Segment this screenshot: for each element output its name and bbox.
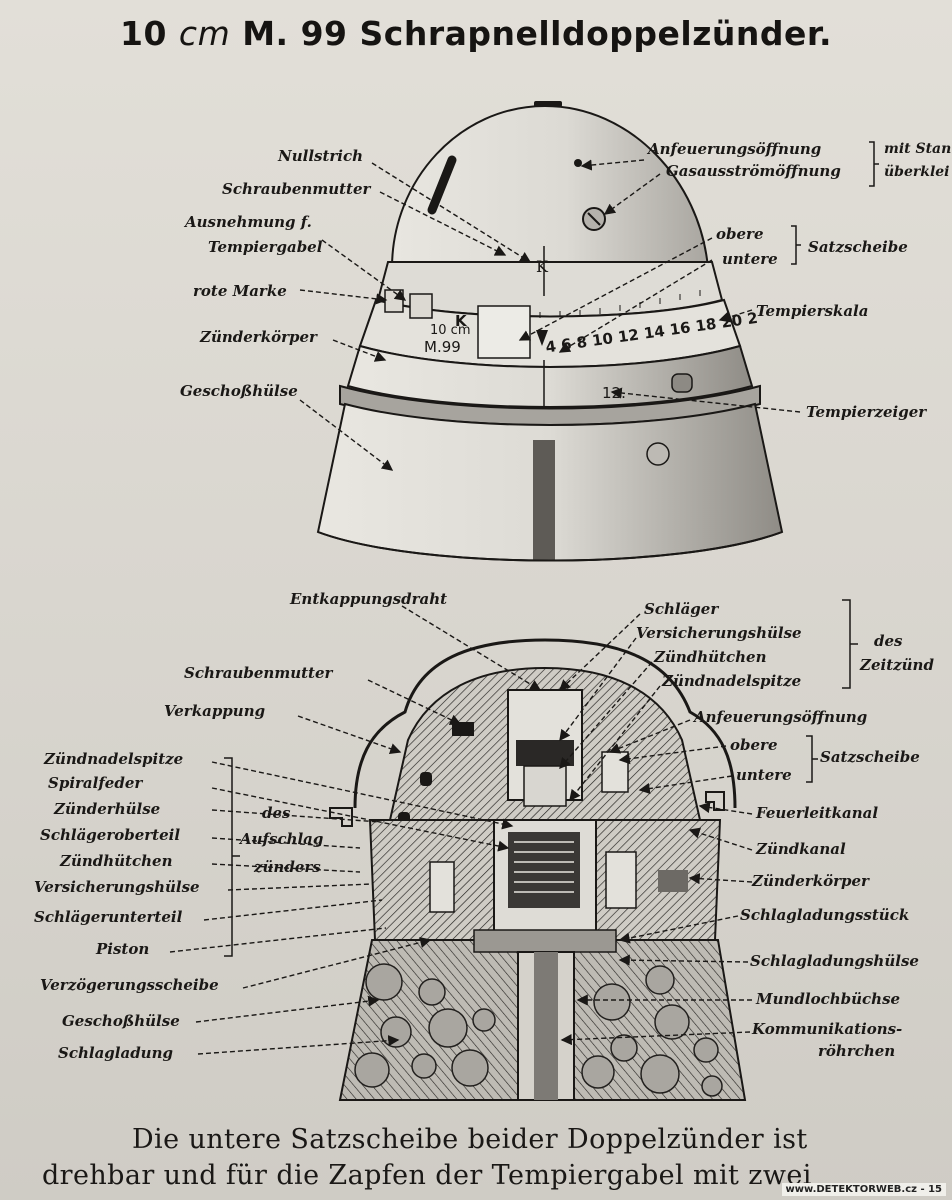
shell-groove [533, 440, 555, 560]
label-untere-bottom: untere [736, 766, 792, 784]
label-schlagladungsstueck: Schlagladungsstück [740, 906, 910, 924]
label-l-aufschlag: Aufschlag [240, 830, 324, 848]
label-des-zeit: des [874, 632, 903, 650]
label-feuerleitkanal: Feuerleitkanal [756, 804, 879, 822]
label-zuendhuetchen-zeit: Zündhütchen [654, 648, 767, 666]
label-l-schlaegerunterteil: Schlägerunterteil [34, 908, 183, 926]
label-anfeuerung-bottom: Anfeuerungsöffnung [694, 708, 868, 726]
label-schraubenmutter-top: Schraubenmutter [222, 180, 371, 198]
title-unit: cm [178, 14, 231, 53]
scale-ticks [539, 290, 701, 318]
kommunikations-roehrchen [534, 952, 558, 1100]
left-window [429, 861, 455, 913]
satzscheibe-chamber [601, 751, 629, 793]
title-rest: M. 99 Schrapnelldoppelzünder. [242, 14, 833, 53]
brace-satzscheibe-top [791, 225, 801, 265]
anfeuerung-hole [574, 159, 582, 167]
label-l-zuenders: zünders [254, 858, 321, 876]
pellet-left-top [420, 772, 432, 786]
fuze-tip [534, 101, 562, 107]
shell-hole [646, 442, 670, 466]
label-zuendnadelspitze-zeit: Zündnadelspitze [662, 672, 802, 690]
mark-k-top: K [536, 257, 549, 276]
spiral-spring [514, 841, 574, 893]
label-l-schlagladung: Schlagladung [58, 1044, 173, 1062]
label-geschosshuelse-top: Geschoßhülse [180, 382, 298, 400]
verkappung-cap [353, 638, 737, 809]
spiral-spring-block [508, 832, 580, 908]
label-gasausstroem: Gasausströmöffnung [666, 162, 841, 180]
label-satzscheibe-top: Satzscheibe [808, 238, 908, 256]
tempiergabel-recess [409, 293, 433, 319]
zuenderkoerper-thread [658, 870, 688, 892]
brace-zeitzuender [842, 599, 858, 689]
nullstrich-slot [427, 155, 457, 215]
label-l-zuendhuetchen: Zündhütchen [60, 852, 173, 870]
label-ausnehmung-2: Tempiergabel [208, 238, 323, 256]
shrapnel-balls [354, 963, 723, 1097]
label-zuenderkoerper-bottom: Zünderkörper [752, 872, 869, 890]
label-l-zuendnadelspitze: Zündnadelspitze [44, 750, 184, 768]
versicherungshuelse-zeit [523, 765, 567, 807]
label-nullstrich: Nullstrich [278, 147, 364, 165]
label-verkappung: Verkappung [164, 702, 266, 720]
label-kommunikations-1: Kommunikations- [752, 1020, 903, 1038]
side-stud [671, 373, 693, 393]
mark-calibre: 10 cm [430, 323, 471, 338]
schraubenmutter [452, 722, 474, 736]
label-versicherungshuelse-zeit: Versicherungshülse [636, 624, 802, 642]
mark-k-mid: K [455, 312, 468, 330]
mark-model: M.99 [424, 338, 461, 356]
label-schlaeger: Schläger [644, 600, 719, 618]
label-mundlochbuechse: Mundlochbüchse [756, 990, 901, 1008]
pointer-arrow [536, 330, 548, 346]
label-schraubenmutter-bottom: Schraubenmutter [184, 664, 333, 682]
label-l-schlaegeroberteil: Schlägeroberteil [40, 826, 181, 844]
watermark: www.DETEKTORWEB.cz - 15 [781, 1183, 946, 1196]
page-title: 10 cm M. 99 Schrapnelldoppelzünder. [0, 14, 952, 53]
label-l-zuenderhuelse: Zünderhülse [54, 800, 161, 818]
label-untere-top: untere [722, 250, 778, 268]
body-text-line-2: drehbar und für die Zapfen der Tempierga… [42, 1160, 812, 1191]
label-entkappungsdraht: Entkappungsdraht [290, 590, 448, 608]
label-l-verzoegerung: Verzögerungsscheibe [40, 976, 219, 994]
body-text-line-1: Die untere Satzscheibe beider Doppelzünd… [132, 1124, 808, 1155]
label-tempierskala: Tempierskala [756, 302, 869, 320]
brace-top [869, 141, 879, 187]
brace-aufschlag [224, 757, 240, 957]
label-l-spiralfeder: Spiralfeder [48, 774, 143, 792]
schlagladungsstueck [473, 929, 617, 953]
label-rote-marke: rote Marke [193, 282, 287, 300]
title-size: 10 [119, 14, 167, 53]
label-obere-bottom: obere [730, 736, 778, 754]
label-zeitzuender: Zeitzünd [860, 656, 934, 674]
clip-left [329, 807, 353, 827]
label-l-piston: Piston [96, 940, 150, 958]
label-zuendkanal: Zündkanal [756, 840, 846, 858]
label-schlagladungshuelse: Schlagladungshülse [750, 952, 919, 970]
right-window [605, 851, 637, 909]
label-mit-stan: mit Stan [884, 141, 952, 157]
label-kommunikations-2: röhrchen [818, 1042, 896, 1060]
label-satzscheibe-bottom: Satzscheibe [820, 748, 920, 766]
label-l-des: des [262, 804, 291, 822]
label-anfeuerung-top: Anfeuerungsöffnung [648, 140, 822, 158]
label-l-geschosshuelse: Geschoßhülse [62, 1012, 180, 1030]
label-obere-top: obere [716, 225, 764, 243]
label-l-versicherungshuelse: Versicherungshülse [34, 878, 200, 896]
label-ausnehmung-1: Ausnehmung f. [185, 213, 312, 231]
brace-satzscheibe-bottom [806, 735, 818, 783]
label-zuenderkoerper-top: Zünderkörper [200, 328, 317, 346]
label-tempierzeiger: Tempierzeiger [806, 403, 927, 421]
zuender-body [346, 344, 754, 408]
label-ueberklei: überklei [884, 164, 950, 180]
